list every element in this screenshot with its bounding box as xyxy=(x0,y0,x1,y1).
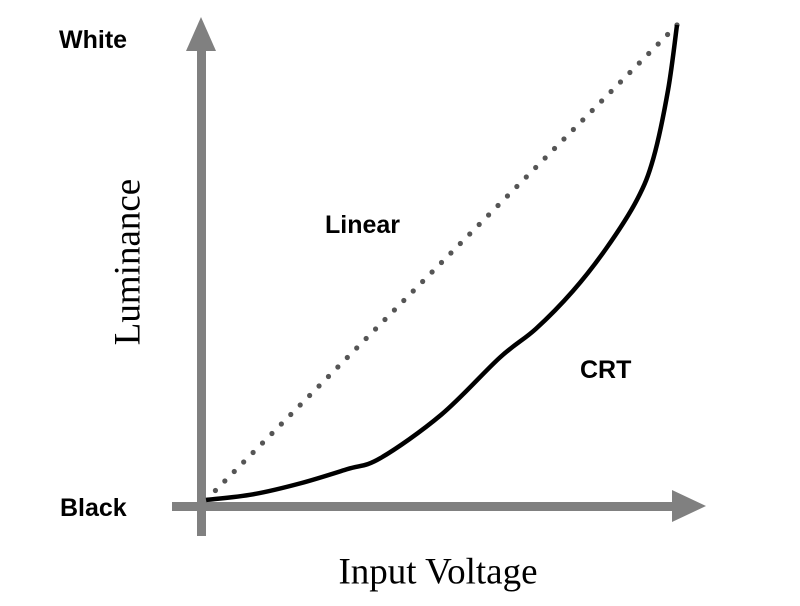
linear-series-dot xyxy=(278,421,284,427)
linear-series-dot xyxy=(363,335,369,342)
linear-series-dot xyxy=(599,98,605,104)
linear-series-dot xyxy=(523,174,529,180)
linear-series-dot xyxy=(636,60,642,66)
linear-series-dot xyxy=(514,183,520,190)
linear-series-dot xyxy=(646,50,652,57)
linear-series-dot xyxy=(627,69,633,76)
linear-series-dot xyxy=(307,392,313,399)
linear-series-dot xyxy=(504,193,511,199)
crt-series-line xyxy=(205,24,680,503)
linear-label: Linear xyxy=(325,211,401,239)
linear-series-dot xyxy=(438,259,445,266)
linear-series-dot xyxy=(664,31,671,38)
linear-series-dot xyxy=(354,345,360,351)
y-tick-white: White xyxy=(59,26,128,54)
linear-series-dot xyxy=(429,269,435,275)
linear-series-dot xyxy=(542,155,548,161)
linear-series-dot xyxy=(580,117,586,123)
linear-series-dot xyxy=(495,202,501,209)
linear-series-dot xyxy=(316,383,322,389)
linear-series-dot xyxy=(372,326,379,332)
linear-series-dot xyxy=(410,288,416,294)
linear-series-dot xyxy=(231,468,237,475)
linear-series-dot xyxy=(325,373,332,380)
linear-series-dot xyxy=(608,88,614,95)
linear-series-dot xyxy=(617,79,624,85)
linear-series-dot xyxy=(212,487,219,494)
y-axis-bar xyxy=(197,46,206,536)
linear-series-dot xyxy=(486,212,492,218)
linear-series-dot xyxy=(344,354,350,361)
x-axis-bar xyxy=(172,502,677,511)
linear-series-dot xyxy=(655,41,661,47)
linear-series-dot xyxy=(297,402,303,408)
linear-series-dot xyxy=(401,297,407,304)
linear-series-dot xyxy=(382,316,388,323)
linear-series-dot xyxy=(250,449,256,456)
linear-series-dot xyxy=(589,107,595,114)
y-axis-title: Luminance xyxy=(107,178,149,346)
linear-series-dot xyxy=(420,278,426,285)
linear-series-dot xyxy=(533,164,539,171)
linear-series-dot xyxy=(269,430,275,437)
linear-series-dot xyxy=(448,250,454,256)
linear-series-dot xyxy=(391,307,397,313)
y-tick-black: Black xyxy=(60,494,127,522)
crt-label: CRT xyxy=(580,356,632,384)
linear-series-dot xyxy=(570,126,576,133)
linear-series-dot xyxy=(222,478,228,484)
linear-series-dot xyxy=(259,440,266,446)
linear-series-dot xyxy=(476,221,482,228)
linear-series-dot xyxy=(241,459,247,465)
linear-series-dot xyxy=(457,240,463,247)
linear-series-dot xyxy=(561,136,567,142)
linear-series-dot xyxy=(467,231,473,237)
y-axis-arrowhead xyxy=(186,17,216,51)
x-axis-title: Input Voltage xyxy=(338,551,538,593)
x-axis-arrowhead xyxy=(672,490,706,522)
linear-series-dot xyxy=(288,411,294,418)
linear-series-dot xyxy=(335,364,341,370)
linear-series-dot xyxy=(551,145,558,152)
